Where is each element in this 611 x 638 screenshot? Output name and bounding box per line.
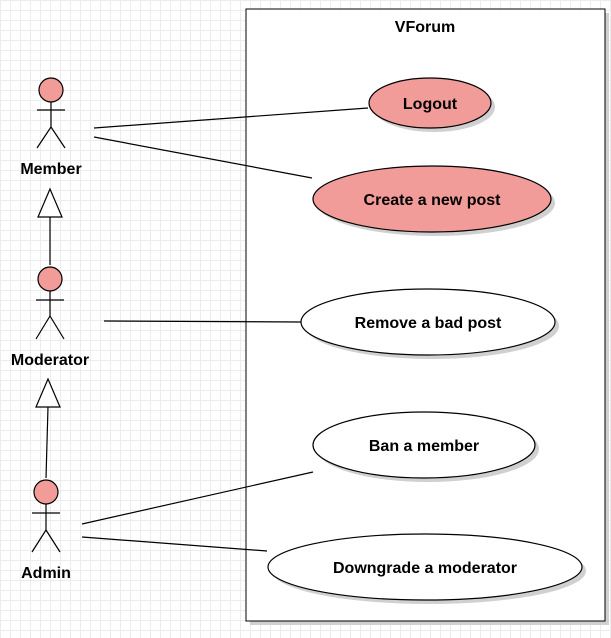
use-case-ellipse bbox=[312, 165, 552, 233]
use-case-label: Downgrade a moderator bbox=[333, 560, 517, 577]
association-moderator-remove-post[interactable] bbox=[103, 320, 302, 323]
actor-moderator[interactable]: Moderator bbox=[11, 266, 89, 369]
use-case-ban-member[interactable]: Ban a member bbox=[312, 411, 539, 482]
stick-figure-icon bbox=[36, 77, 66, 149]
stick-figure-icon bbox=[31, 479, 61, 553]
use-case-label: Ban a member bbox=[369, 438, 479, 455]
use-case-create-post[interactable]: Create a new post bbox=[312, 165, 555, 236]
actor-member[interactable]: Member bbox=[20, 77, 82, 178]
use-case-ellipse bbox=[267, 533, 583, 601]
generalization-moderator-to-member[interactable] bbox=[37, 187, 63, 265]
generalization-line bbox=[45, 406, 49, 479]
associations bbox=[81, 107, 369, 552]
generalization-admin-to-moderator[interactable] bbox=[35, 377, 61, 479]
association-admin-downgrade-moderator[interactable] bbox=[81, 536, 268, 552]
use-case-label: Create a new post bbox=[364, 192, 502, 209]
stick-figure-icon bbox=[35, 266, 65, 340]
association-member-logout[interactable] bbox=[93, 107, 369, 129]
association-member-create-post[interactable] bbox=[93, 136, 313, 179]
generalization-arrowhead bbox=[35, 377, 61, 408]
system-title: VForum bbox=[395, 19, 455, 36]
use-case-label: Logout bbox=[403, 96, 458, 113]
generalizations bbox=[35, 187, 63, 479]
actor-label: Member bbox=[20, 161, 81, 178]
use-case-ellipse bbox=[300, 288, 556, 356]
actor-admin[interactable]: Admin bbox=[21, 479, 71, 582]
use-case-label: Remove a bad post bbox=[355, 315, 502, 332]
use-case-ellipse bbox=[368, 77, 492, 129]
generalization-arrowhead bbox=[37, 187, 63, 218]
use-case-logout[interactable]: Logout bbox=[368, 77, 495, 132]
use-case-ellipse bbox=[312, 411, 536, 479]
use-case-downgrade-moderator[interactable]: Downgrade a moderator bbox=[267, 533, 586, 604]
actor-label: Moderator bbox=[11, 352, 89, 369]
use-case-remove-bad-post[interactable]: Remove a bad post bbox=[300, 288, 559, 359]
association-admin-ban-member[interactable] bbox=[81, 471, 314, 525]
actor-label: Admin bbox=[21, 565, 71, 582]
